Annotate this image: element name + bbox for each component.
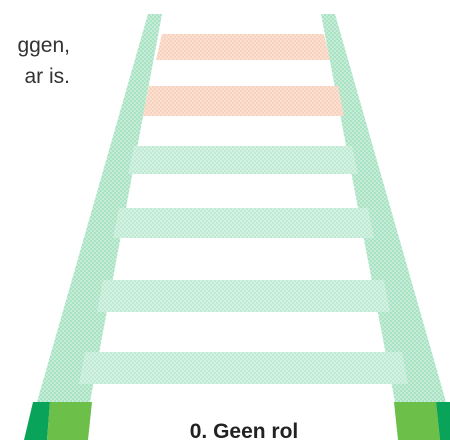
intro-text-line-1: ggen, bbox=[17, 34, 70, 57]
ladder-rung-texture-3 bbox=[128, 146, 358, 174]
ladder-caption: 0. Geen rol bbox=[189, 420, 299, 443]
ladder-right-rail-texture bbox=[321, 14, 446, 402]
ladder-rung-texture-2 bbox=[143, 86, 344, 116]
ladder-rung-texture-5 bbox=[97, 280, 390, 312]
intro-text: ggen, ar is. bbox=[0, 30, 70, 92]
ladder-rung-texture-1 bbox=[156, 34, 330, 60]
ladder-rung-texture-6 bbox=[79, 352, 408, 384]
right-foot-light bbox=[394, 402, 440, 440]
intro-text-line-2: ar is. bbox=[24, 65, 70, 88]
ladder-rung-texture-4 bbox=[113, 208, 374, 238]
left-foot-light bbox=[47, 402, 92, 440]
left-foot-dark bbox=[24, 402, 50, 440]
right-foot-dark bbox=[436, 402, 450, 440]
ladder-left-rail-texture bbox=[37, 14, 162, 402]
